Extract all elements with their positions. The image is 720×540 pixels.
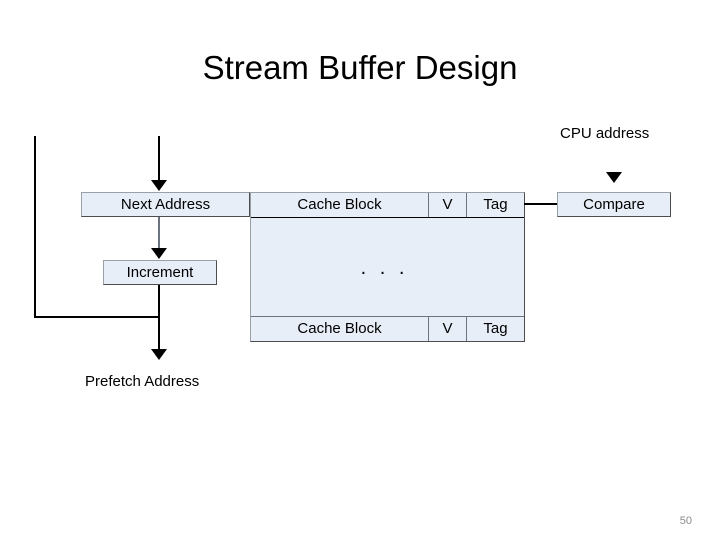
compare-box[interactable]: Compare (557, 192, 671, 217)
page-title: Stream Buffer Design (202, 49, 518, 86)
cpu-address-to-compare-arrowhead-icon (606, 172, 622, 183)
feedback-loop-horizontal-line (34, 316, 160, 318)
next-address-label: Next Address (120, 195, 211, 213)
next-address-box[interactable]: Next Address (81, 192, 250, 217)
increment-to-prefetch-line (158, 285, 160, 351)
tag-cell: Tag (467, 317, 524, 341)
cpu-address-label: CPU address (560, 125, 650, 142)
increment-box[interactable]: Increment (103, 260, 217, 285)
feedback-loop-vertical-line (34, 136, 36, 318)
table-row[interactable]: Cache Block V Tag (251, 193, 524, 219)
increment-label: Increment (126, 263, 194, 281)
stream-buffer-table: Cache Block V Tag . . . Cache Block V Ta… (250, 192, 525, 342)
input-to-next-address-line (158, 136, 160, 183)
continuation-ellipsis: . . . (360, 257, 409, 279)
input-to-next-address-arrowhead-icon (151, 180, 167, 191)
compare-label: Compare (583, 195, 645, 213)
increment-to-prefetch-arrowhead-icon (151, 349, 167, 360)
tag-cell: Tag (467, 193, 524, 217)
next-address-to-increment-line (158, 217, 160, 250)
tag-to-compare-line (524, 203, 558, 205)
prefetch-address-label: Prefetch Address (85, 373, 200, 390)
stream-buffer-body: . . . (251, 218, 524, 316)
cache-block-cell: Cache Block (251, 317, 429, 341)
cache-block-cell: Cache Block (251, 193, 429, 217)
next-address-to-increment-arrowhead-icon (151, 248, 167, 259)
valid-bit-cell: V (429, 317, 467, 341)
table-row[interactable]: Cache Block V Tag (251, 316, 524, 341)
valid-bit-cell: V (429, 193, 467, 217)
page-number: 50 (679, 515, 692, 527)
